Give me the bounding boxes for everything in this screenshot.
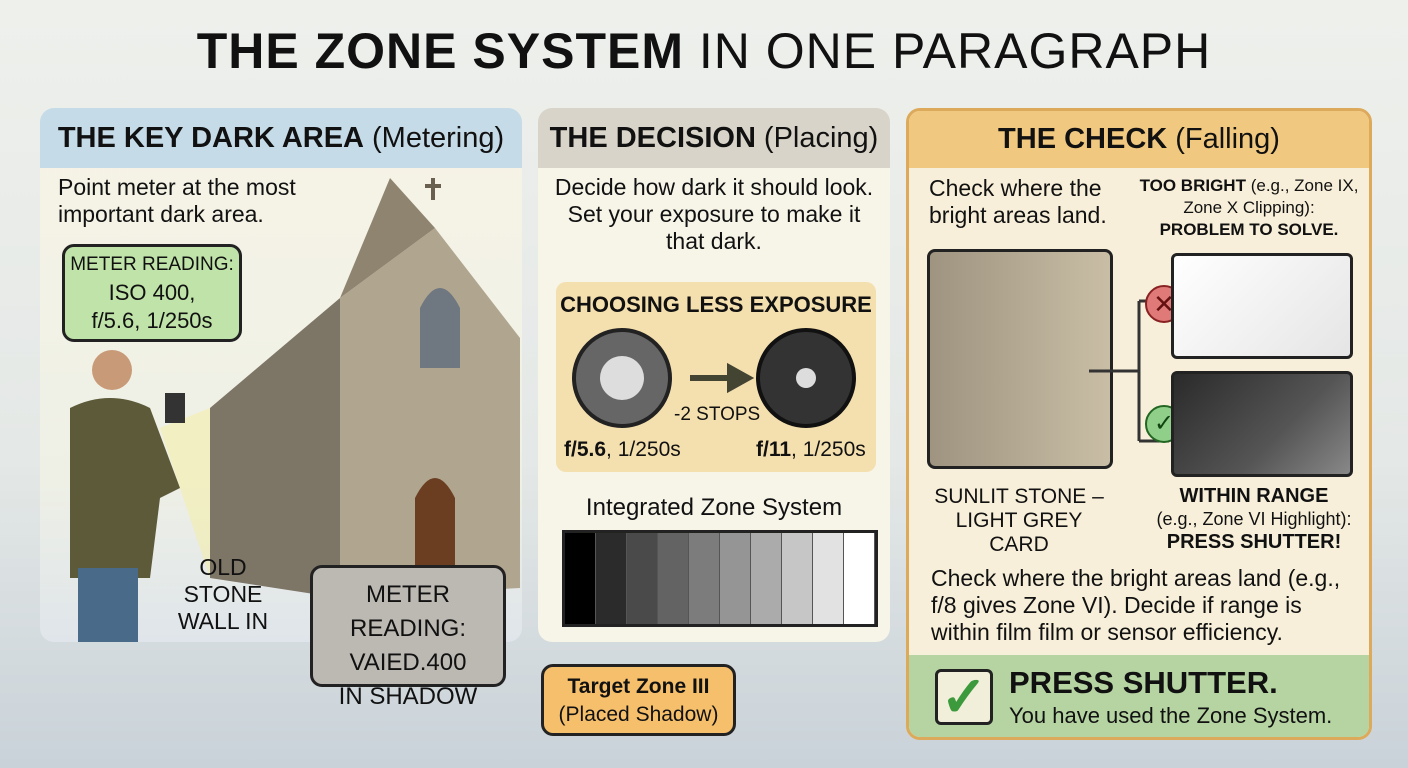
heading-rest: (Placing): [763, 121, 879, 154]
shadow-reading-value: VAIED.400: [349, 649, 467, 676]
zone-cell-5: [720, 533, 751, 624]
photo-label: SUNLIT STONE – LIGHT GREY CARD: [934, 485, 1104, 556]
to-exposure: f/11, 1/250s: [756, 438, 866, 462]
metering-instruction: Point meter at the most important dark a…: [58, 174, 296, 227]
aperture-icons: [572, 328, 856, 428]
title-rest: IN ONE PARAGRAPH: [683, 23, 1212, 79]
zone-cell-8: [813, 533, 844, 624]
stops-label: -2 STOPS: [674, 404, 761, 425]
zone-cell-2: [627, 533, 658, 624]
checkbox-icon: ✓: [935, 669, 993, 725]
panel-placing-header: THE DECISION(Placing): [538, 108, 890, 168]
final-subtitle: You have used the Zone System.: [1009, 703, 1333, 728]
from-aperture: f/5.6: [564, 438, 607, 461]
correct-exposure-photo: [1171, 371, 1353, 477]
within-range-detail: (e.g., Zone VI Highlight):: [1156, 509, 1352, 529]
heading-bold: THE DECISION: [549, 121, 756, 154]
panel-placing: THE DECISION(Placing) Decide how dark it…: [538, 108, 890, 642]
overexposed-photo: [1171, 253, 1353, 359]
title-bold: THE ZONE SYSTEM: [196, 23, 684, 79]
target-zone-callout: Target Zone III (Placed Shadow): [541, 664, 736, 736]
target-note: (Placed Shadow): [558, 703, 719, 726]
meter-settings: f/5.6, 1/250s: [91, 308, 213, 333]
meter-reading-bubble: METER READING: ISO 400, f/5.6, 1/250s: [62, 244, 242, 342]
zone-cell-3: [658, 533, 689, 624]
panel-metering: THE KEY DARK AREA(Metering) Point meter …: [40, 108, 522, 642]
from-exposure: f/5.6, 1/250s: [564, 438, 681, 462]
zone-scale: [562, 530, 878, 627]
exposure-box: CHOOSING LESS EXPOSURE -2 STOPS f/5.6, 1…: [556, 282, 876, 472]
within-range-title: WITHIN RANGE: [1179, 485, 1329, 507]
sunlit-stone-photo: [927, 249, 1113, 469]
too-bright-detail: (e.g., Zone IX, Zone X Clipping):: [1183, 176, 1359, 217]
exposure-title: CHOOSING LESS EXPOSURE: [560, 292, 872, 317]
heading-bold: THE KEY DARK AREA: [57, 121, 364, 154]
panel-falling-header: THE CHECK(Falling): [909, 111, 1369, 168]
zone-cell-4: [689, 533, 720, 624]
shadow-reading-label: METER READING:: [349, 581, 466, 642]
from-shutter: , 1/250s: [606, 438, 681, 461]
connector-lines: [1089, 299, 1169, 443]
too-bright-title: TOO BRIGHT: [1139, 176, 1246, 195]
wall-label: OLD STONE WALL IN: [177, 554, 269, 634]
arrow-right-icon: [690, 362, 755, 394]
zone-cell-1: [596, 533, 627, 624]
heading-rest: (Falling): [1175, 123, 1280, 155]
final-banner: ✓ PRESS SHUTTER. You have used the Zone …: [909, 655, 1369, 737]
too-bright-action: PROBLEM TO SOLVE.: [1159, 220, 1339, 239]
shadow-reading-note: IN SHADOW: [338, 683, 478, 710]
heading-bold: THE CHECK: [998, 123, 1168, 155]
summary-text: Check where the bright areas land (e.g.,…: [931, 565, 1341, 645]
zone-cell-0: [565, 533, 596, 624]
heading-rest: (Metering): [372, 121, 505, 154]
zone-cell-6: [751, 533, 782, 624]
page-title: THE ZONE SYSTEM IN ONE PARAGRAPH: [0, 22, 1408, 80]
panel-falling: THE CHECK(Falling) Check where the brigh…: [906, 108, 1372, 740]
falling-instruction: Check where the bright areas land.: [929, 175, 1107, 228]
zone-cell-7: [782, 533, 813, 624]
too-bright-text: TOO BRIGHT (e.g., Zone IX, Zone X Clippi…: [1129, 175, 1369, 241]
shadow-reading-bubble: METER READING: VAIED.400 IN SHADOW: [310, 565, 506, 710]
zone-cell-9: [844, 533, 875, 624]
panel-metering-header: THE KEY DARK AREA(Metering): [40, 108, 522, 168]
church-illustration: [160, 178, 520, 598]
within-range-action: PRESS SHUTTER!: [1166, 531, 1342, 553]
meter-reading-label: METER READING:: [70, 254, 234, 275]
final-title: PRESS SHUTTER.: [1009, 665, 1278, 700]
photographer-illustration: [70, 350, 185, 642]
to-shutter: , 1/250s: [791, 438, 866, 461]
to-aperture: f/11: [756, 438, 792, 461]
zone-scale-title: Integrated Zone System: [585, 494, 843, 521]
target-zone: Target Zone III: [567, 675, 710, 698]
within-range-text: WITHIN RANGE(e.g., Zone VI Highlight):PR…: [1139, 485, 1369, 554]
meter-iso: ISO 400,: [108, 280, 196, 305]
placing-instruction: Decide how dark it should look. Set your…: [554, 174, 874, 254]
